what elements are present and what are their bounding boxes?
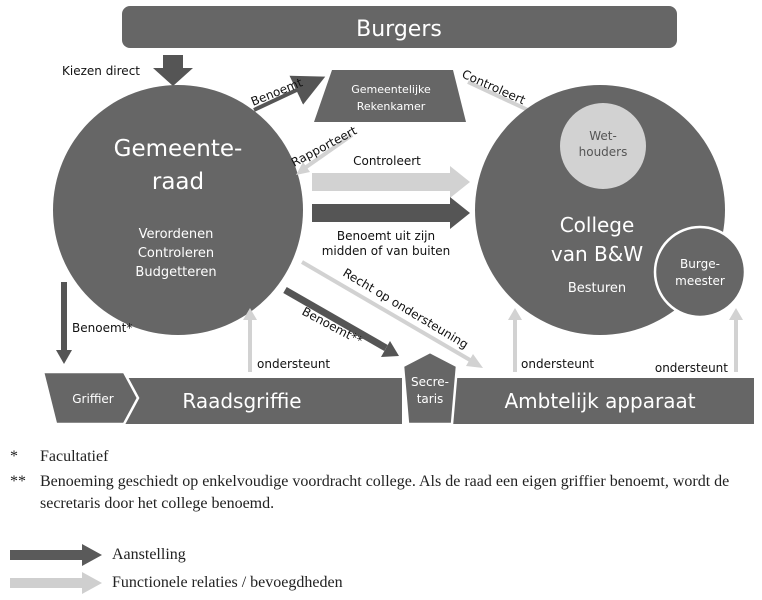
ondersteunt-griffie-arrowhead [243,308,257,320]
wethouders-circle [560,103,646,189]
wethouders-label-2: houders [579,145,628,159]
ambtelijk-apparaat-label: Ambtelijk apparaat [504,389,695,413]
controleert-rekenkamer-line [467,80,529,112]
benoemt-secretaris-label: Benoemt** [300,304,365,348]
ondersteunt-griffie-label: ondersteunt [257,357,330,371]
besturen-label: Besturen [568,281,626,296]
burgemeester-label-1: Burge- [680,257,720,271]
benoemt-uit-label-2: midden of van buiten [322,244,451,258]
rapporteert-arrow [300,133,354,172]
rekenkamer-box [314,70,466,122]
wethouders-label-1: Wet- [589,129,617,143]
secretaris-label-1: Secre- [411,375,449,389]
legend-light-arrow-icon [10,572,102,594]
gemeenteraad-circle [53,85,303,335]
footnote-1: * Facultatief [10,446,755,468]
legend-dark-arrow-icon [10,544,102,566]
secretaris-label-2: taris [417,392,444,406]
raad-taak-3: Budgetteren [135,265,216,280]
burgers-label: Burgers [356,17,442,42]
benoemt-griffier-label: Benoemt* [72,321,132,335]
rekenkamer-label-1: Gemeentelijke [351,83,431,96]
legend-label-aanstelling: Aanstelling [112,546,186,563]
kiezen-direct-label: Kiezen direct [62,64,140,78]
footnote-1-text: Facultatief [40,448,109,465]
benoemt-secretaris-arrow [283,286,388,352]
legend-label-functionele-relaties: Functionele relaties / bevoegdheden [112,574,343,591]
gemeenteraad-title-1: Gemeente- [114,136,243,162]
ambtelijk-apparaat-box [430,378,754,424]
benoemt-uit-label-1: Benoemt uit zijn [337,229,435,243]
secretaris-box [401,350,459,426]
college-title-1: College [560,213,635,237]
ondersteunt-ambt-label: ondersteunt [521,357,594,371]
ondersteunt-ambt-arrowhead [508,308,522,320]
legend-item-functionele-relaties: Functionele relaties / bevoegdheden [10,571,510,595]
footnote-1-mark: * [10,448,18,465]
rapporteert-arrowhead [296,162,310,175]
controleert-rekenkamer-label: Controleert [460,67,528,107]
raadsgriffie-box [112,378,402,424]
raad-taak-1: Verordenen [139,227,214,242]
benoemt-rekenkamer-arrow [253,75,326,112]
footnotes: * Facultatief ** Benoeming geschiedt op … [10,446,755,515]
rekenkamer-label-2: Rekenkamer [357,100,426,113]
benoemt-griffier-arrowhead [56,350,72,364]
griffier-box [41,370,140,426]
college-title-2: van B&W [551,242,643,266]
footnote-2-text: Benoeming geschiedt op enkelvoudige voor… [40,473,730,512]
gemeenteraad-title-2: raad [152,169,204,195]
legend-item-aanstelling: Aanstelling [10,543,510,567]
recht-op-ondersteuning-arrowhead [466,354,483,368]
raadsgriffie-label: Raadsgriffie [182,389,301,413]
burgemeester-label-2: meester [675,274,725,288]
burgemeester-circle [653,225,747,319]
controleert-college-arrow [312,166,470,198]
footnote-2: ** Benoeming geschiedt op enkelvoudige v… [10,471,755,515]
kiezen-direct-arrow [153,55,193,86]
burgers-box [122,6,677,48]
legend: Aanstelling Functionele relaties / bevoe… [10,543,510,599]
controleert-college-label: Controleert [353,154,421,168]
ondersteunt-burgemeester-label: ondersteunt [655,361,728,375]
rapporteert-label: Rapporteert [289,123,359,169]
raad-taak-2: Controleren [138,246,214,261]
footnote-2-mark: ** [10,473,26,490]
benoemt-secretaris-arrowhead [381,341,399,357]
griffier-label: Griffier [72,392,114,406]
benoemt-wethouders-arrow [312,197,470,229]
recht-op-ondersteuning-arrow [300,260,472,362]
ondersteunt-burgemeester-arrowhead [729,308,743,320]
